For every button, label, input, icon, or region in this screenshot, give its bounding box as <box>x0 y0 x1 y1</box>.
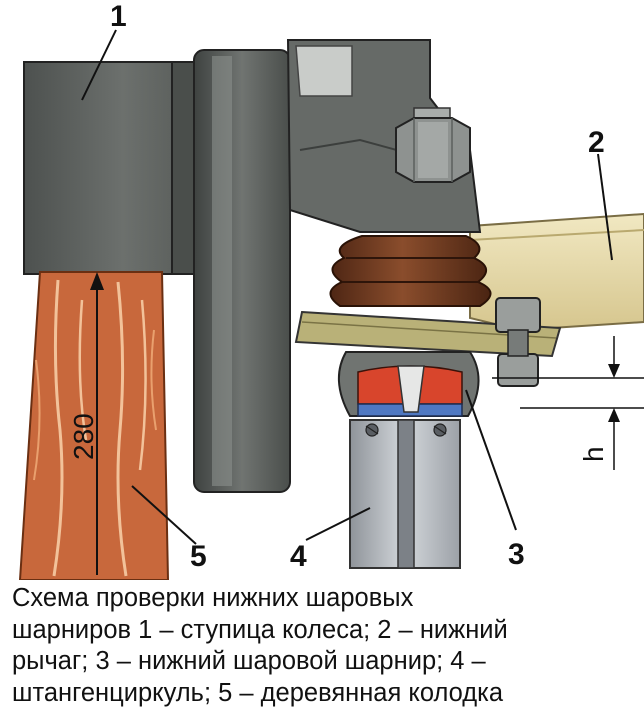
caption-line-1: Схема проверки нижних шаровых <box>12 584 414 612</box>
wooden-block <box>18 271 170 580</box>
leader-lines <box>81 29 613 545</box>
diagram-illustration: 280 h 1 2 3 4 5 <box>18 0 644 580</box>
caliper <box>349 419 461 569</box>
caption-line-4: штангенциркуль; 5 – деревянная колодка <box>12 678 504 707</box>
callout-4: 4 <box>290 540 307 573</box>
callout-5: 5 <box>190 540 207 573</box>
rubber-boot <box>329 235 492 307</box>
callout-2: 2 <box>588 126 605 159</box>
callout-1: 1 <box>110 0 127 33</box>
flange-plate <box>294 310 562 358</box>
dimension-280: 280 <box>68 272 104 575</box>
diagram-caption: Схема проверки нижних шаровых шарниров 1… <box>12 583 637 709</box>
caption-line-2: шарниров 1 – ступица колеса; 2 – нижний <box>12 615 508 644</box>
caption-line-3: рычаг; 3 – нижний шаровой шарнир; 4 – <box>12 647 486 675</box>
dimension-h-label: h <box>578 446 609 462</box>
ball-joint <box>337 351 480 417</box>
dimension-h: h <box>492 336 644 470</box>
callout-3: 3 <box>508 538 525 571</box>
dimension-280-label: 280 <box>68 413 99 460</box>
top-nut <box>395 107 471 183</box>
